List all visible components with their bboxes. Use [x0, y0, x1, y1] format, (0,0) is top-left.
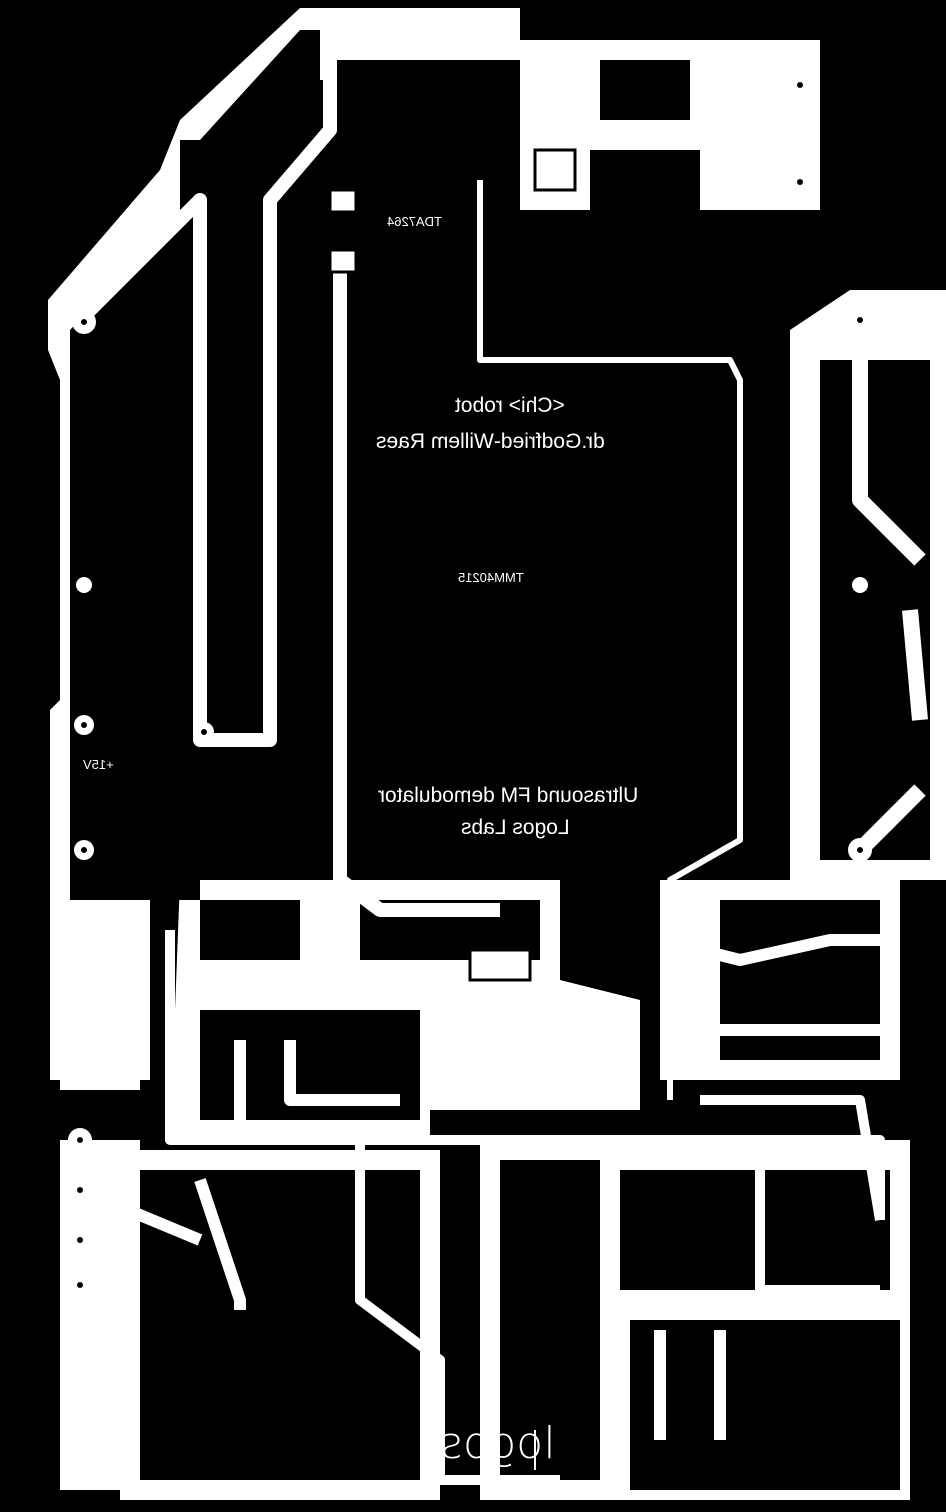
trace [698, 934, 880, 966]
lab-name: Logos Labs [461, 816, 570, 839]
trace [75, 60, 337, 747]
logos-logo: logos [440, 1418, 556, 1469]
trace [165, 930, 885, 1220]
title-line-2: dr.Godfried-Willem Raes [376, 430, 605, 453]
description: Ultrasound FM demodulator [378, 784, 639, 807]
part-code: TMM40215 [458, 570, 524, 585]
trace [333, 260, 500, 917]
trace [852, 320, 926, 566]
trace [700, 1095, 885, 1221]
trace [77, 1184, 203, 1246]
trace [194, 1178, 246, 1310]
trace [854, 784, 926, 856]
title-line-1: <Chi> robot [455, 394, 565, 417]
trace [755, 1170, 880, 1295]
top-right-block [520, 40, 820, 210]
trace [902, 609, 928, 721]
trace [284, 1040, 400, 1106]
chip-label: TDA7264 [383, 214, 446, 229]
trace [355, 1140, 560, 1485]
power-label: +15V [80, 757, 117, 772]
trace [477, 180, 743, 1100]
